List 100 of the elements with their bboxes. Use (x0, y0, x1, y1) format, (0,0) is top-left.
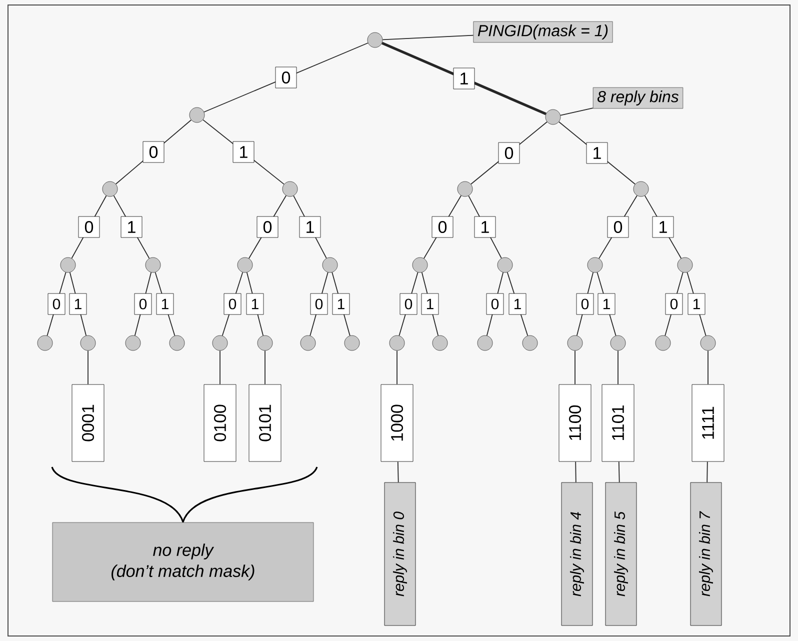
edge-label: 0 (665, 293, 683, 315)
circle-node (497, 257, 513, 273)
circle-node (237, 257, 253, 273)
connector-line (560, 108, 594, 116)
connector-line (396, 350, 398, 385)
edge-label: 0 (498, 142, 520, 164)
reply-box: reply in bin 7 (690, 482, 722, 626)
branch-line (644, 195, 682, 259)
edge-label: 0 (607, 216, 629, 238)
id-box: 0101 (248, 384, 282, 462)
circle-node (677, 257, 693, 273)
edge-label: 0 (134, 293, 152, 315)
connector-line (574, 350, 576, 385)
edge-label: 0 (432, 216, 454, 238)
circle-node (610, 335, 626, 351)
circle-node (300, 335, 316, 351)
id-box: 0001 (72, 384, 104, 462)
connector-line (397, 461, 399, 483)
branch-line (470, 121, 548, 185)
id-box: 0100 (204, 384, 236, 462)
id-box: 1000 (380, 384, 414, 462)
edge-label: 1 (69, 293, 87, 315)
circle-node (633, 181, 649, 197)
circle-node (587, 257, 603, 273)
circle-node (257, 335, 273, 351)
branch-line (398, 272, 418, 336)
circle-node (389, 335, 405, 351)
edge-label: 0 (142, 141, 164, 163)
edge-label: 1 (246, 293, 264, 315)
edge-label: 1 (474, 216, 496, 238)
branch-line (134, 272, 152, 336)
note-box: no reply (don’t match mask) (52, 522, 314, 602)
edge-label: 0 (400, 293, 418, 315)
edge-label: 0 (78, 216, 100, 238)
id-box: 1101 (602, 384, 634, 462)
edge-label: 0 (275, 66, 297, 88)
connector-line (575, 461, 576, 483)
branch-line (222, 272, 244, 336)
circle-node (457, 181, 473, 197)
edge-label: 1 (232, 141, 254, 163)
branch-line (71, 195, 107, 259)
circle-node (432, 335, 448, 351)
branch-line (293, 195, 327, 259)
edge-label: 1 (598, 293, 616, 315)
connector-line (382, 34, 474, 40)
edge-label: 1 (332, 293, 350, 315)
circle-node (145, 257, 161, 273)
circle-node (567, 335, 583, 351)
edge-label: 1 (688, 293, 706, 315)
connector-line (706, 461, 708, 483)
branch-line (202, 119, 284, 185)
connector-line (618, 461, 620, 483)
circle-node (522, 335, 538, 351)
branch-line (115, 120, 192, 184)
circle-node (102, 181, 118, 197)
id-box: 1100 (558, 384, 592, 462)
reply-box: reply in bin 5 (605, 482, 637, 626)
branch-line (664, 272, 684, 336)
edge-label: 0 (576, 293, 594, 315)
circle-node (412, 257, 428, 273)
branch-line (486, 272, 504, 336)
connector-line (264, 350, 266, 385)
branch-line (204, 42, 368, 112)
circle-node (37, 335, 53, 351)
circle-node (125, 335, 141, 351)
id-box: 1111 (692, 384, 724, 462)
circle-node (322, 257, 338, 273)
callout-box: 8 reply bins (592, 87, 684, 109)
edge-label: 1 (156, 293, 174, 315)
branch-line (46, 272, 66, 336)
branch-line (468, 195, 502, 259)
edge-label: 1 (508, 293, 526, 315)
circle-node (477, 335, 493, 351)
edge-label: 1 (586, 142, 608, 164)
branch-line (248, 195, 287, 259)
edge-label: 1 (120, 216, 142, 238)
edge-label: 0 (310, 293, 328, 315)
branch-line (576, 272, 594, 336)
callout-box: PINGID(mask = 1) (473, 21, 613, 43)
edge-label: 0 (486, 293, 504, 315)
branch-line (558, 121, 636, 185)
circle-node (655, 335, 671, 351)
circle-node (545, 109, 561, 125)
reply-box: reply in bin 4 (561, 482, 593, 626)
circle-node (60, 257, 76, 273)
edge-label: 0 (224, 293, 242, 315)
edge-label: 1 (453, 68, 475, 90)
branch-line (423, 195, 462, 259)
circle-node (189, 107, 205, 123)
reply-box: reply in bin 0 (384, 482, 416, 626)
circle-node (169, 335, 185, 351)
edge-label: 0 (256, 216, 278, 238)
circle-node (344, 335, 360, 351)
circle-node (700, 335, 716, 351)
circle-node (367, 32, 383, 48)
edge-label: 1 (421, 293, 439, 315)
circle-node (212, 335, 228, 351)
branch-line (598, 195, 638, 259)
edge-label: 1 (652, 216, 674, 238)
edge-label: 0 (48, 293, 66, 315)
